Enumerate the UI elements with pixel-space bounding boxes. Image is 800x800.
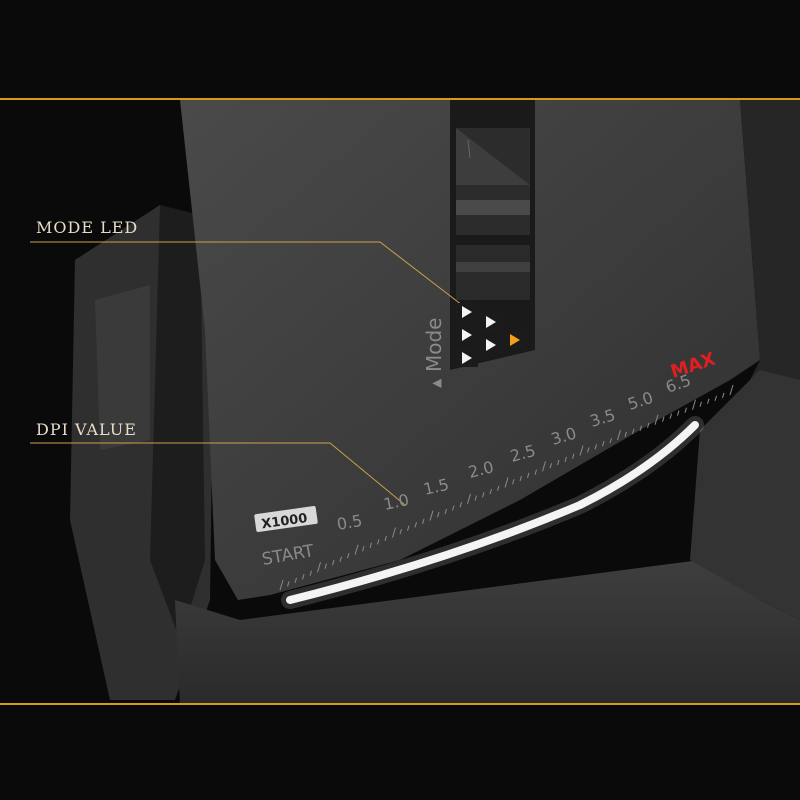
ruler-tick [384, 535, 387, 542]
dpi-scale-label: 1.0 [382, 490, 411, 514]
ruler-tick [482, 492, 485, 498]
mode-led [486, 339, 496, 351]
ruler-tick [467, 493, 471, 505]
ruler-tick [362, 546, 365, 552]
ruler-tick [407, 525, 410, 531]
ruler-tick [624, 431, 627, 438]
mode-led-leader [30, 241, 463, 306]
ruler-tick [444, 508, 447, 514]
dpi-light-bar [286, 421, 699, 604]
ruler-tick [564, 456, 567, 462]
ruler-tick [647, 422, 650, 428]
dpi-value-callout: DPI VALUE [36, 420, 137, 439]
ruler-tick [399, 528, 402, 535]
model-badge: X1000 [261, 511, 309, 532]
ruler-tick [617, 429, 621, 441]
ruler-tick [684, 407, 687, 413]
ruler-tick [572, 453, 575, 459]
ruler-tick [594, 444, 597, 450]
ruler-tick [729, 384, 734, 396]
ruler-tick [692, 399, 696, 410]
ruler-tick [339, 556, 342, 562]
ruler-tick [422, 518, 425, 525]
ruler-tick [662, 416, 665, 422]
ruler-tick [632, 428, 635, 434]
ruler-tick [602, 441, 605, 447]
mode-label: Mode [422, 318, 446, 373]
ruler-tick [369, 542, 372, 548]
ruler-tick [324, 563, 327, 569]
ruler-tick [579, 445, 584, 456]
ruler-tick [677, 410, 680, 416]
ruler-tick [639, 425, 642, 431]
mode-led [486, 316, 496, 328]
ruler-tick [549, 463, 552, 469]
mode-arrow-icon: ▲ [429, 378, 443, 388]
ruler-tick [429, 510, 434, 521]
ruler-tick [527, 472, 530, 478]
ruler-tick [519, 475, 522, 482]
mode-led [462, 352, 472, 364]
ruler-tick [459, 502, 462, 508]
ruler-tick [609, 437, 612, 444]
ruler-tick [354, 544, 359, 555]
ruler-tick [437, 512, 440, 518]
mode-led [462, 306, 472, 318]
ruler-tick [474, 495, 477, 501]
ruler-tick [279, 579, 284, 591]
ruler-tick [377, 539, 380, 545]
ruler-tick [587, 447, 590, 453]
ruler-tick [504, 477, 509, 488]
ruler-tick [392, 527, 396, 538]
ruler-tick [332, 560, 335, 566]
ruler-tick [512, 479, 515, 485]
ruler-tick [287, 581, 290, 587]
mode-led-active [510, 334, 520, 346]
ruler-tick [414, 522, 417, 528]
ruler-tick [452, 505, 455, 511]
ruler-tick [714, 395, 717, 401]
ruler-tick [542, 461, 546, 472]
ruler-tick [654, 414, 659, 425]
model-badge-box [254, 506, 318, 532]
ruler-tick [489, 488, 492, 495]
mode-led-callout: MODE LED [36, 218, 139, 237]
mode-led-cluster [456, 303, 526, 367]
ruler-tick [669, 413, 672, 419]
mode-led [462, 329, 472, 341]
ruler-tick [294, 577, 297, 583]
ruler-tick [497, 485, 500, 491]
dpi-scale-ruler [279, 384, 734, 591]
ruler-tick [317, 562, 321, 573]
ruler-tick [722, 392, 725, 399]
ruler-tick [557, 459, 560, 466]
ruler-tick [707, 398, 710, 404]
dpi-scale-label: 0.5 [335, 511, 363, 534]
ruler-tick [302, 574, 305, 580]
ruler-tick [699, 401, 702, 407]
mouse-lower-body [175, 560, 800, 705]
ruler-tick [309, 570, 312, 576]
dpi-value-leader [30, 442, 406, 506]
ruler-tick [534, 469, 537, 475]
ruler-tick [347, 553, 350, 559]
